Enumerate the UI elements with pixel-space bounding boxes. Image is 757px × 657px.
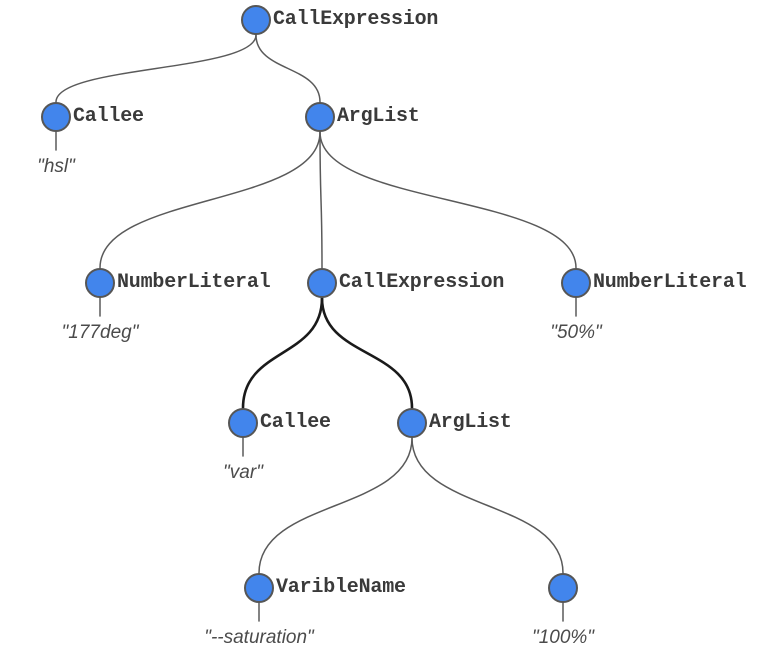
node-circle-icon[interactable] [307, 268, 337, 298]
node-label: VaribleName [276, 576, 406, 599]
node-label: NumberLiteral [117, 271, 271, 294]
node-value-label: "var" [223, 462, 263, 483]
node-circle-icon[interactable] [85, 268, 115, 298]
node-circle-icon[interactable] [41, 102, 71, 132]
node-circle-icon[interactable] [241, 5, 271, 35]
node-value-label: "--saturation" [204, 627, 314, 648]
node-circle-icon[interactable] [228, 408, 258, 438]
node-circle-icon[interactable] [244, 573, 274, 603]
node-value-label: "100%" [531, 627, 595, 648]
node-label: CallExpression [339, 271, 505, 294]
node-circle-icon[interactable] [561, 268, 591, 298]
node-label: CallExpression [273, 8, 439, 31]
node-circle-icon[interactable] [548, 573, 578, 603]
node-label: ArgList [337, 105, 420, 128]
node-label: Callee [73, 105, 144, 128]
node-circle-icon[interactable] [397, 408, 427, 438]
node-value-label: "hsl" [37, 156, 75, 177]
node-circle-icon[interactable] [305, 102, 335, 132]
node-label: ArgList [429, 411, 512, 434]
node-value-label: "50%" [550, 322, 602, 343]
node-label: NumberLiteral [593, 271, 747, 294]
node-label: Callee [260, 411, 331, 434]
node-value-label: "177deg" [61, 322, 139, 343]
